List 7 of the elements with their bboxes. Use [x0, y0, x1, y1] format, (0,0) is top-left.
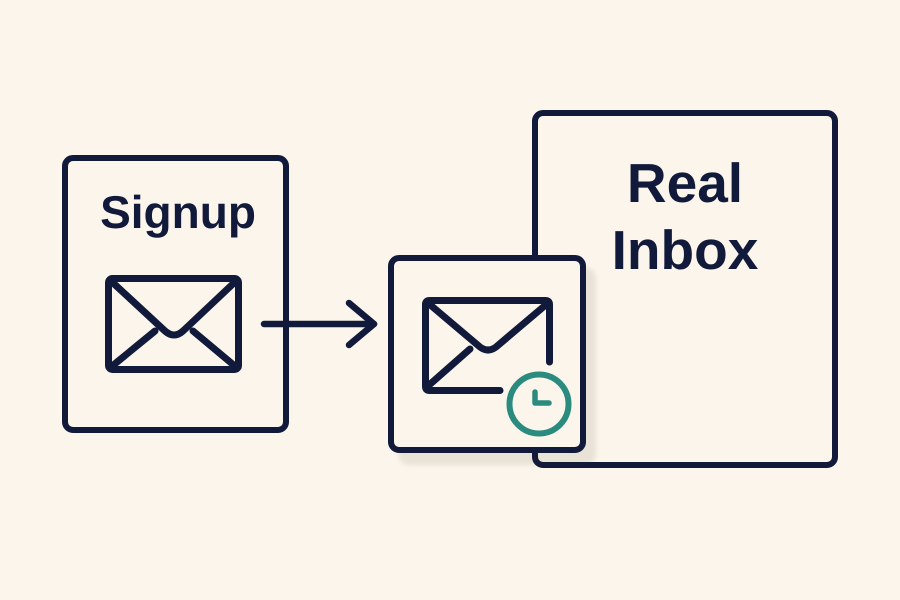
panel-heading: Signup — [99, 187, 257, 238]
envelope-icon — [105, 275, 242, 373]
panel-heading: Real Inbox — [610, 151, 760, 284]
arrow — [260, 300, 378, 348]
message-panel — [388, 255, 586, 453]
signup-panel — [62, 155, 289, 433]
inbox-panel — [532, 110, 838, 468]
